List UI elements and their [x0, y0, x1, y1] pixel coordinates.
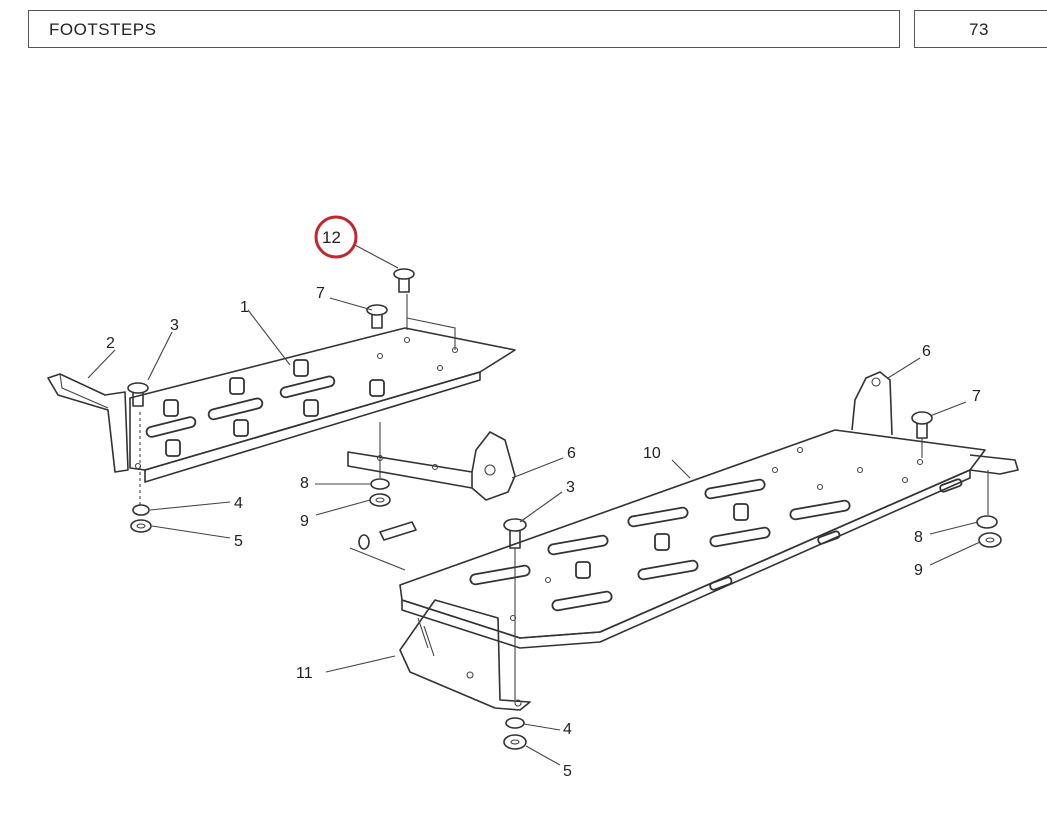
left-step-plate	[47, 327, 516, 483]
callout-7-left: 7	[316, 285, 325, 302]
callout-9-right: 9	[914, 562, 923, 579]
callout-4-left: 4	[234, 495, 243, 512]
lower-bracket	[399, 599, 531, 711]
middle-bracket	[347, 431, 516, 501]
left-hardware	[127, 268, 456, 571]
callout-6-left: 6	[567, 445, 576, 462]
callout-6-right: 6	[922, 343, 931, 360]
callout-11: 11	[296, 665, 313, 682]
page-number: 73	[969, 20, 989, 39]
right-step-plate	[399, 371, 1019, 649]
highlight-circle	[314, 215, 358, 259]
callout-8-left: 8	[300, 475, 309, 492]
callout-10: 10	[643, 445, 661, 462]
callout-5-bottom: 5	[563, 763, 572, 780]
callout-2: 2	[106, 335, 115, 352]
header-title-box: FOOTSTEPS	[28, 10, 900, 48]
page-title: FOOTSTEPS	[49, 20, 157, 39]
callout-3-left: 3	[170, 317, 179, 334]
callout-4-bottom: 4	[563, 721, 572, 738]
header-page-box: 73	[914, 10, 1047, 48]
callout-labels: 12 1 2 3 7 6 8 9 4 5 10 3 6 7 8 9 11 4 5	[106, 228, 981, 780]
leader-lines	[87, 244, 981, 766]
callout-1: 1	[240, 299, 249, 316]
callout-3-right: 3	[566, 479, 575, 496]
callout-7-right: 7	[972, 388, 981, 405]
callout-9-left: 9	[300, 513, 309, 530]
right-hardware	[503, 411, 1002, 750]
callout-5-left: 5	[234, 533, 243, 550]
callout-12: 12	[322, 228, 341, 247]
callout-8-right: 8	[914, 529, 923, 546]
